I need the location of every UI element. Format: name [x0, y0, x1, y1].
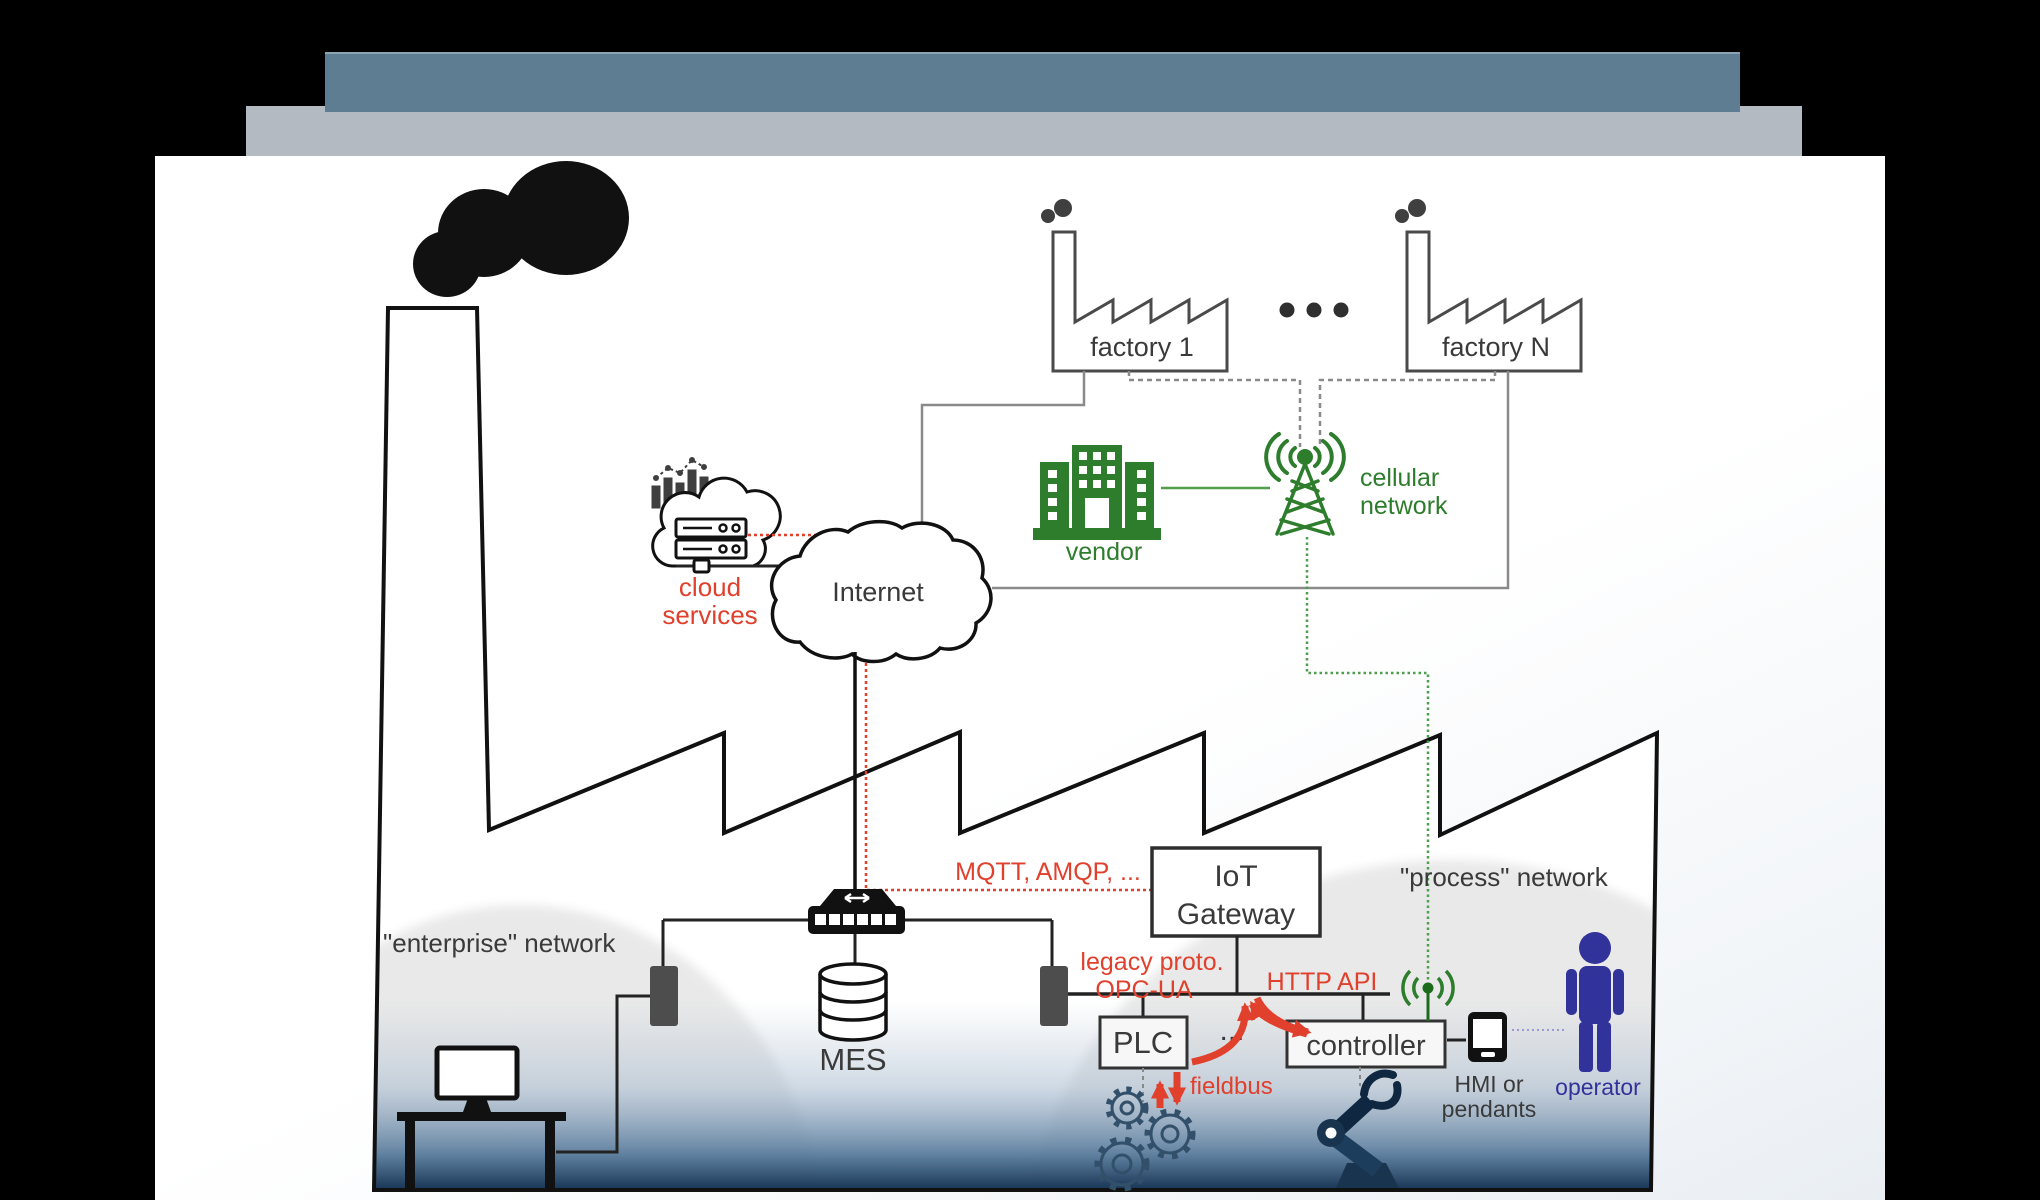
- cellular-network-label-line2: network: [1360, 492, 1448, 520]
- firewall-workstation-link: [556, 994, 650, 1154]
- opc-ua-label: OPC-UA: [1095, 976, 1193, 1004]
- smoke-puff-icon: [1408, 199, 1426, 217]
- smokestack-smoke-icon: [413, 161, 629, 297]
- vendor-label: vendor: [1066, 538, 1142, 566]
- wifi-access-point-icon: [1401, 969, 1455, 1021]
- plc-node: PLC: [1098, 1015, 1189, 1070]
- cloud-services-label-line2: services: [662, 600, 757, 630]
- process-network-label: "process" network: [1400, 862, 1609, 892]
- cellular-tower-icon: [1264, 432, 1346, 536]
- hmi-tablet-icon: [1468, 1012, 1507, 1062]
- slide-stack-bar-light: [246, 106, 1802, 156]
- firewall-enterprise-icon: [650, 966, 678, 1026]
- cellular-network-label-line1: cellular: [1360, 464, 1439, 492]
- workstation-icon: [397, 1045, 566, 1189]
- smoke-puff-icon: [1395, 209, 1409, 223]
- cellular-plant-link: [1305, 537, 1430, 1018]
- factory-1-icon: factory 1: [1041, 199, 1229, 373]
- plc-label: PLC: [1113, 1025, 1173, 1060]
- hmi-label-line2: pendants: [1442, 1096, 1537, 1122]
- machinery-gears-icon: [1094, 1086, 1196, 1192]
- factory-n-icon: factory N: [1395, 199, 1583, 373]
- iot-gateway-label-line1: IoT: [1214, 860, 1257, 893]
- controller-label: controller: [1306, 1030, 1426, 1062]
- iot-gateway-label-line2: Gateway: [1177, 898, 1295, 931]
- cloud-gateway-mqtt-link: [748, 533, 1152, 892]
- vendor-building-icon: vendor: [1033, 445, 1161, 566]
- robot-arm-icon: [1317, 1069, 1402, 1188]
- factory1-internet-link: [920, 371, 1086, 528]
- factory-silhouette-outline: [371, 306, 1660, 1192]
- firewall-process-icon: [1040, 966, 1068, 1026]
- smoke-puff-icon: [1054, 199, 1072, 217]
- mes-label: MES: [819, 1042, 886, 1077]
- fieldbus-label: fieldbus: [1190, 1073, 1273, 1100]
- smoke-puff-icon: [1041, 209, 1055, 223]
- factoryn-internet-link: [992, 371, 1510, 590]
- robot-claw-icon: [1368, 1081, 1402, 1110]
- cloud-services-label-line1: cloud: [679, 572, 741, 602]
- factory-1-label: factory 1: [1090, 332, 1194, 362]
- operator-label: operator: [1555, 1074, 1641, 1100]
- operator-person-icon: [1566, 932, 1624, 1072]
- internet-label: Internet: [832, 577, 924, 607]
- wan-links: [920, 371, 1510, 590]
- cloud-services-icon: cloud services: [651, 457, 842, 630]
- controller-node: controller: [1285, 1019, 1447, 1069]
- iot-gateway-node: IoT Gateway: [1150, 846, 1322, 938]
- protocol-arrows: [1150, 996, 1312, 1108]
- factories-ellipsis-icon: [1279, 302, 1349, 318]
- hmi-label-line1: HMI or: [1455, 1071, 1524, 1097]
- mes-database-icon: MES: [818, 934, 888, 1077]
- server-rack-icon: [674, 517, 748, 574]
- factory1-cellular-link: [1127, 371, 1302, 447]
- enterprise-network-label: "enterprise" network: [383, 928, 616, 958]
- http-api-label: HTTP API: [1267, 968, 1378, 996]
- factory-n-label: factory N: [1442, 332, 1550, 362]
- plc-gateway-arrow: [1191, 1002, 1256, 1066]
- factoryn-cellular-link: [1318, 371, 1497, 447]
- legacy-proto-label: legacy proto.: [1080, 948, 1223, 976]
- gateway-controller-arrow: [1253, 996, 1312, 1038]
- internet-cloud-icon: Internet: [769, 519, 993, 664]
- slide-stack-bar-dark: [325, 52, 1740, 112]
- mqtt-amqp-label: MQTT, AMQP, ...: [955, 858, 1141, 886]
- robot-claw-icon: [1360, 1069, 1397, 1098]
- network-switch-icon: [661, 889, 1054, 966]
